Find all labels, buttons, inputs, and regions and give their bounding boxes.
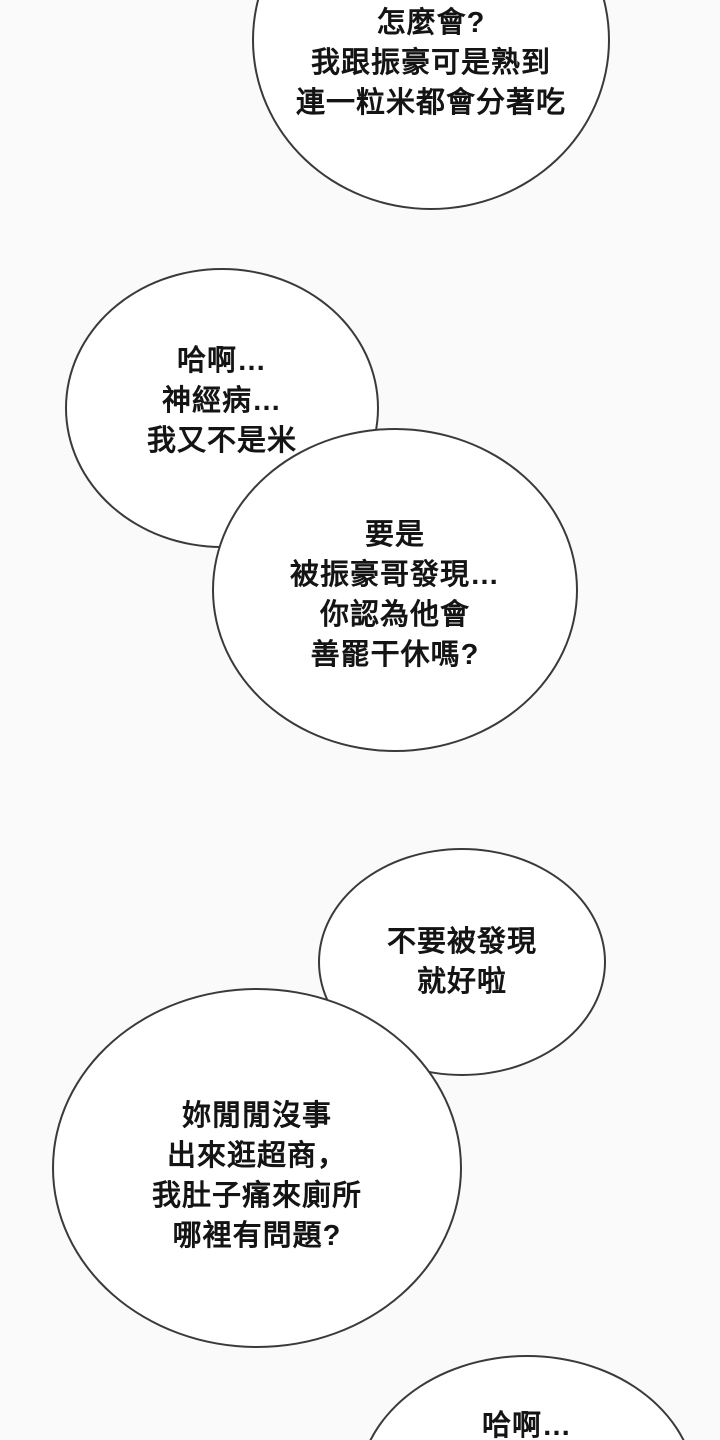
speech-line: 就好啦 bbox=[416, 966, 507, 998]
speech-line: 妳閒閒沒事 bbox=[181, 1099, 332, 1132]
speech-bubble-left-lower-text: 妳閒閒沒事 出來逛超商， 我肚子痛來廁所 哪裡有問題? bbox=[152, 1096, 362, 1256]
speech-bubble-right-middle-text: 不要被發現 就好啦 bbox=[387, 922, 537, 1002]
speech-line: 我跟振豪可是熟到 bbox=[310, 46, 551, 79]
speech-bubble-top-text: 怎麼會? 我跟振豪可是熟到 連一粒米都會分著吃 bbox=[296, 3, 566, 123]
speech-bubble-bottom-text: 哈啊… bbox=[482, 1406, 572, 1440]
speech-line: 哈啊… bbox=[481, 1409, 572, 1440]
speech-line: 連一粒米都會分著吃 bbox=[295, 87, 566, 119]
speech-line: 善罷干休嗎? bbox=[310, 639, 480, 672]
speech-line: 要是 bbox=[364, 518, 425, 551]
speech-line: 我肚子痛來廁所 bbox=[151, 1180, 362, 1212]
speech-bubble-left-upper: 哈啊… 神經病… 我又不是米 bbox=[65, 268, 379, 548]
speech-bubble-right-middle: 不要被發現 就好啦 bbox=[318, 848, 606, 1076]
speech-line: 神經病… bbox=[161, 384, 282, 417]
speech-bubble-center: 要是 被振豪哥發現… 你認為他會 善罷干休嗎? bbox=[212, 428, 578, 752]
speech-line: 怎麼會? bbox=[376, 6, 486, 39]
speech-line: 你認為他會 bbox=[319, 599, 470, 631]
speech-bubble-center-text: 要是 被振豪哥發現… 你認為他會 善罷干休嗎? bbox=[290, 515, 500, 675]
speech-line: 被振豪哥發現… bbox=[289, 558, 500, 591]
speech-bubble-top: 怎麼會? 我跟振豪可是熟到 連一粒米都會分著吃 bbox=[252, 0, 610, 210]
speech-bubble-left-lower: 妳閒閒沒事 出來逛超商， 我肚子痛來廁所 哪裡有問題? bbox=[52, 988, 462, 1348]
speech-line: 哪裡有問題? bbox=[172, 1220, 342, 1253]
speech-line: 哈啊… bbox=[176, 344, 267, 377]
speech-line: 出來逛超商， bbox=[166, 1139, 347, 1172]
speech-line: 不要被發現 bbox=[386, 925, 537, 958]
speech-bubble-left-upper-text: 哈啊… 神經病… 我又不是米 bbox=[147, 341, 297, 461]
speech-bubble-bottom: 哈啊… bbox=[357, 1355, 697, 1440]
speech-line: 我又不是米 bbox=[146, 425, 297, 457]
